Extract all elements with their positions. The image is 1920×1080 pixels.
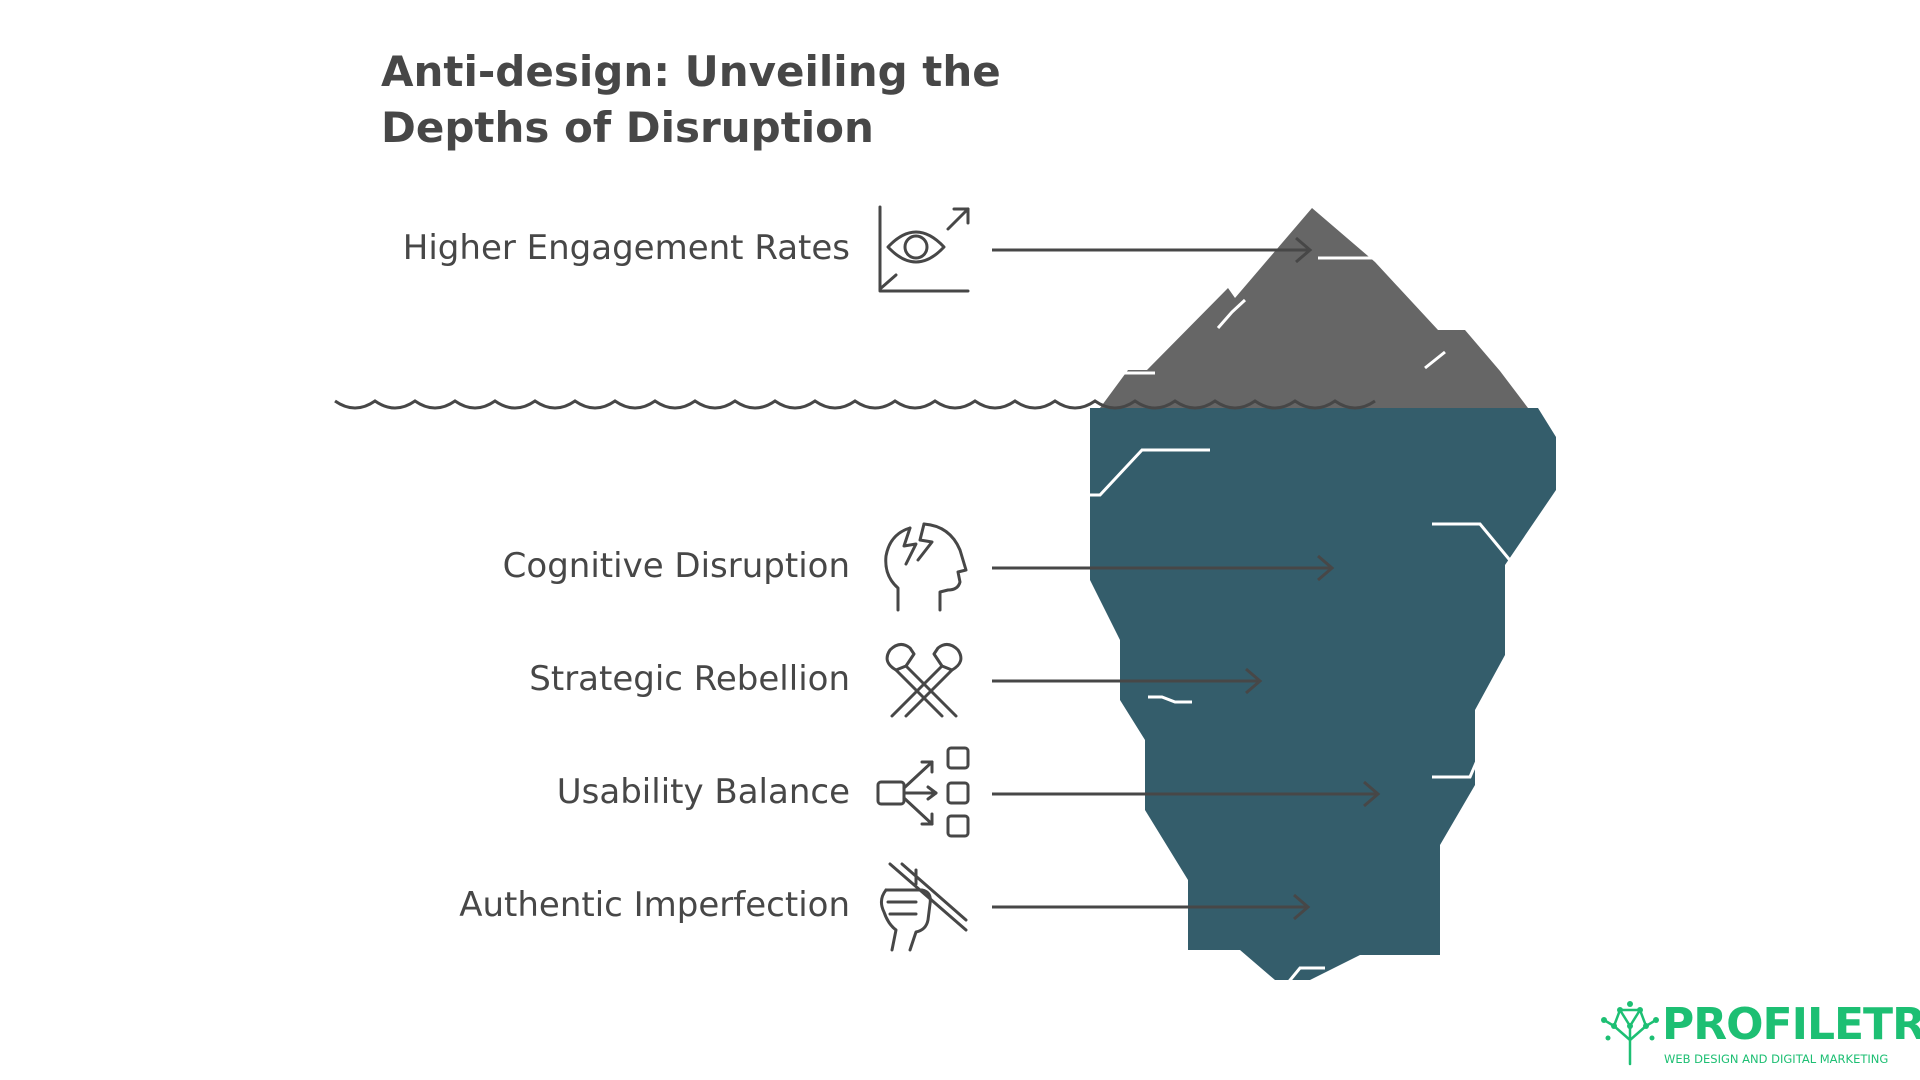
- crossed-fists-icon: [885, 643, 963, 718]
- waterline: [334, 399, 1376, 410]
- arrow-cognitive-disruption: [992, 554, 1335, 582]
- hand-holding-sticks-icon: [879, 862, 968, 952]
- broken-head-icon: [884, 522, 968, 612]
- arrow-usability-balance: [992, 780, 1381, 808]
- profiletree-logo: PROFILETREE WEB DESIGN AND DIGITAL MARKE…: [1600, 1000, 1920, 1070]
- label-authentic-imperfection: Authentic Imperfection: [459, 885, 850, 925]
- iceberg-submerged: [1090, 408, 1556, 980]
- branching-options-icon: [876, 746, 970, 838]
- iceberg-tip: [1100, 208, 1528, 408]
- iceberg-cracks: [1078, 256, 1520, 991]
- arrow-higher-engagement: [992, 236, 1313, 264]
- label-higher-engagement-rates: Higher Engagement Rates: [402, 228, 850, 268]
- label-usability-balance: Usability Balance: [556, 772, 850, 812]
- label-strategic-rebellion: Strategic Rebellion: [529, 659, 850, 699]
- logo-tagline: WEB DESIGN AND DIGITAL MARKETING: [1664, 1052, 1889, 1066]
- arrow-authentic-imperfection: [992, 893, 1311, 921]
- label-cognitive-disruption: Cognitive Disruption: [502, 546, 850, 586]
- eye-chart-icon: [878, 205, 970, 293]
- logo-name: PROFILETREE: [1662, 999, 1920, 1050]
- page-title: Anti-design: Unveiling the Depths of Dis…: [381, 47, 1001, 152]
- arrow-strategic-rebellion: [992, 667, 1263, 695]
- tree-network-icon: [1601, 1001, 1659, 1066]
